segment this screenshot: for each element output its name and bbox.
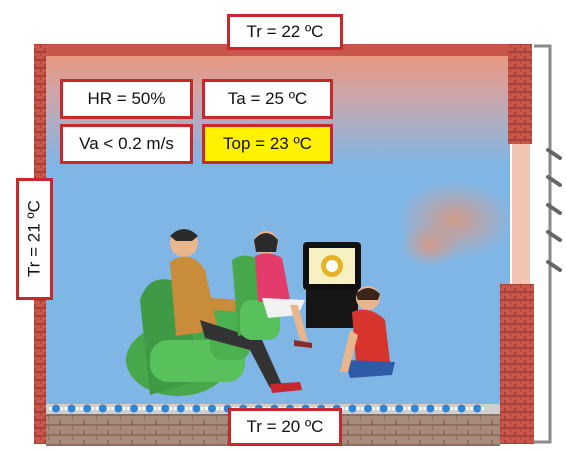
floor-heating-pipe-dot bbox=[379, 404, 388, 413]
floor-heating-pipe-dot bbox=[426, 404, 435, 413]
window-opening bbox=[512, 144, 530, 284]
right-bracket bbox=[534, 44, 552, 444]
floor-heating-pipe-dot bbox=[83, 404, 92, 413]
heat-haze-cloud bbox=[400, 223, 460, 267]
floor-heating-pipe-dot bbox=[145, 404, 154, 413]
floor-heating-pipe-dot bbox=[98, 404, 107, 413]
left-wall-radiant-temperature-label: Tr = 21 ºC bbox=[16, 178, 53, 300]
air-temperature-label: Ta = 25 ºC bbox=[202, 79, 333, 119]
floor-heating-pipe-dot bbox=[410, 404, 419, 413]
floor-heating-pipe-dot bbox=[114, 404, 123, 413]
radiator-heat-waves-icon bbox=[546, 148, 562, 272]
operative-temperature-label: Top = 23 ºC bbox=[202, 124, 333, 164]
floor-heating-pipe-dot bbox=[161, 404, 170, 413]
floor-heating-pipe-dot bbox=[130, 404, 138, 413]
man-figure bbox=[170, 229, 302, 393]
relative-humidity-label: HR = 50% bbox=[60, 79, 193, 119]
right-wall-upper bbox=[508, 44, 532, 144]
floor-radiant-temperature-label: Tr = 20 ºC bbox=[228, 408, 342, 446]
floor-heating-pipe-dot bbox=[52, 404, 60, 413]
air-velocity-label: Va < 0.2 m/s bbox=[60, 124, 193, 164]
floor-heating-pipe-dot bbox=[473, 404, 482, 413]
woman-figure bbox=[254, 231, 312, 348]
floor-heating-pipe-dot bbox=[208, 404, 216, 413]
floor-heating-pipe-dot bbox=[442, 404, 450, 413]
floor-heating-pipe-dot bbox=[176, 404, 185, 413]
family-watching-tv-icon bbox=[126, 229, 395, 396]
floor-heating-pipe-dot bbox=[395, 404, 404, 413]
floor-heating-pipe-dot bbox=[192, 404, 201, 413]
ceiling-radiant-temperature-label: Tr = 22 ºC bbox=[227, 14, 343, 50]
floor-heating-pipe-dot bbox=[67, 404, 76, 413]
ceiling-slab bbox=[36, 44, 530, 56]
child-figure bbox=[340, 286, 395, 378]
floor-heating-pipe-dot bbox=[457, 404, 466, 413]
right-wall-lower bbox=[500, 284, 534, 444]
floor-heating-pipe-dot bbox=[364, 404, 372, 413]
floor-heating-pipe-dot bbox=[348, 404, 357, 413]
television-icon bbox=[303, 242, 361, 328]
